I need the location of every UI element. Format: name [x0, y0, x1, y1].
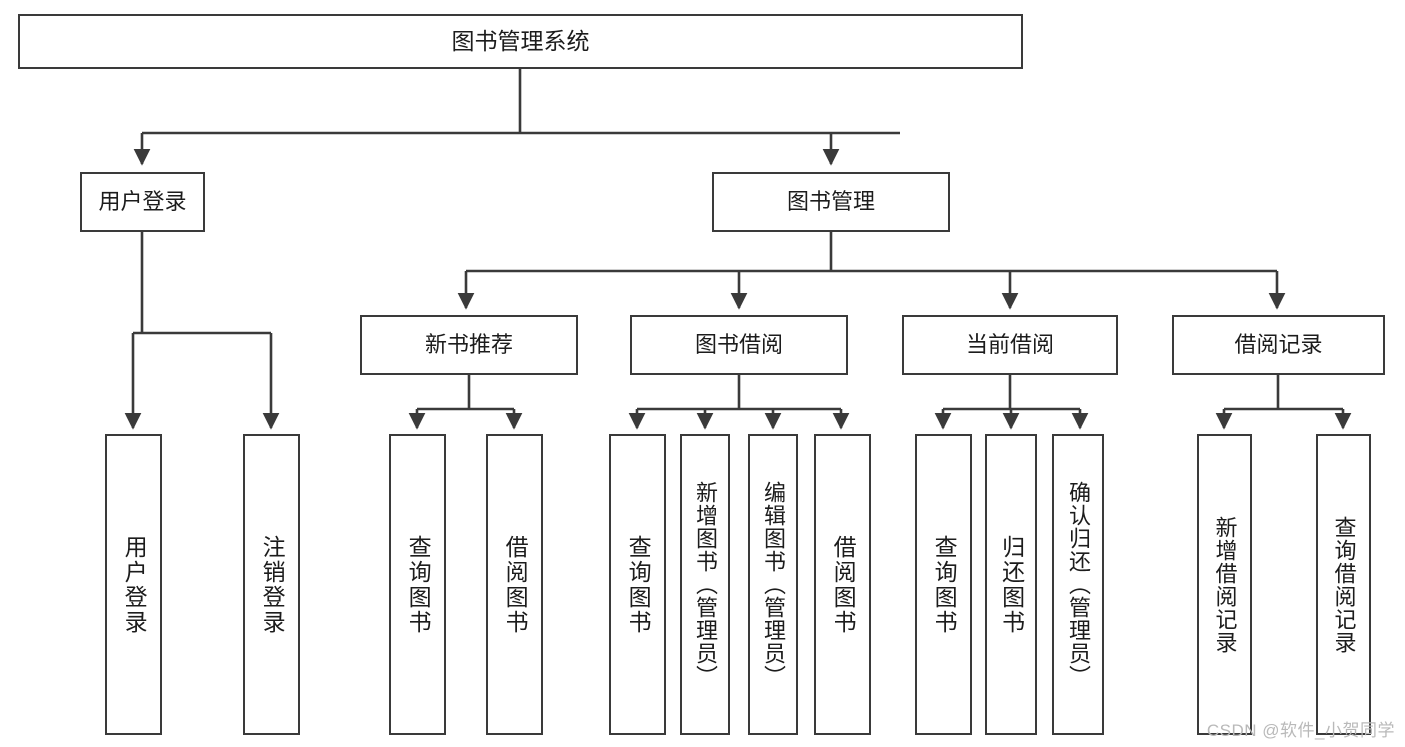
- node-root-book-management-system[interactable]: 图书管理系统: [18, 14, 1023, 69]
- leaf-user-login[interactable]: 用户登录: [105, 434, 162, 735]
- node-current-borrow[interactable]: 当前借阅: [902, 315, 1118, 375]
- leaf-borrow-book-recommend[interactable]: 借阅图书: [486, 434, 543, 735]
- leaf-query-book-borrow[interactable]: 查询图书: [609, 434, 666, 735]
- leaf-edit-book-admin[interactable]: 编辑图书（管理员）: [748, 434, 798, 735]
- node-user-login[interactable]: 用户登录: [80, 172, 205, 232]
- csdn-watermark: CSDN @软件_小贺同学: [1206, 721, 1395, 740]
- node-book-borrow[interactable]: 图书借阅: [630, 315, 848, 375]
- leaf-query-book-current[interactable]: 查询图书: [915, 434, 972, 735]
- leaf-return-book[interactable]: 归还图书: [985, 434, 1037, 735]
- leaf-borrow-book-borrow[interactable]: 借阅图书: [814, 434, 871, 735]
- node-borrow-record[interactable]: 借阅记录: [1172, 315, 1385, 375]
- leaf-add-book-admin[interactable]: 新增图书（管理员）: [680, 434, 730, 735]
- leaf-confirm-return-admin[interactable]: 确认归还（管理员）: [1052, 434, 1104, 735]
- leaf-query-borrow-record[interactable]: 查询借阅记录: [1316, 434, 1371, 735]
- node-new-book-recommend[interactable]: 新书推荐: [360, 315, 578, 375]
- leaf-logout-login[interactable]: 注销登录: [243, 434, 300, 735]
- leaf-add-borrow-record[interactable]: 新增借阅记录: [1197, 434, 1252, 735]
- node-book-management[interactable]: 图书管理: [712, 172, 950, 232]
- leaf-query-book-recommend[interactable]: 查询图书: [389, 434, 446, 735]
